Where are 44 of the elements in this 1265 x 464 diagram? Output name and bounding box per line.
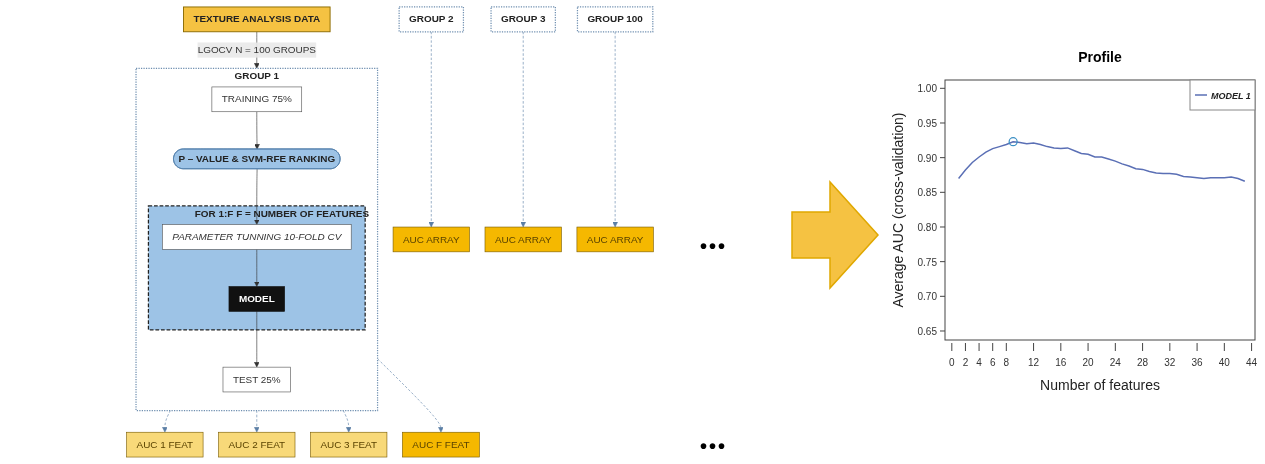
tick-label: 0.95 (917, 118, 937, 129)
tick-label: 0.65 (917, 326, 937, 337)
node-box: MODEL (228, 286, 285, 312)
node-box: GROUP 100 (576, 6, 654, 33)
tick-label: 44 (1246, 357, 1258, 368)
node-box: GROUP 3 (490, 6, 556, 33)
tick-label: 8 (1003, 357, 1010, 368)
node-box: AUC 3 FEAT (310, 431, 388, 458)
node-box: AUC ARRAY (392, 226, 470, 253)
edge-label: LGOCV N = 100 GROUPS (197, 44, 316, 56)
ellipsis-mark: ••• (700, 235, 727, 258)
node-box: AUC ARRAY (576, 226, 654, 253)
axis-title: Number of features (1040, 377, 1160, 393)
tick-label: 1.00 (917, 83, 937, 95)
node-box: TEST 25% (222, 366, 291, 393)
legend-label: MODEL 1 (1211, 91, 1251, 101)
tick-label: 24 (1109, 357, 1121, 368)
tick-label: 28 (1137, 357, 1149, 368)
tick-label: 40 (1218, 357, 1230, 368)
node-box: AUC 2 FEAT (218, 431, 296, 458)
tick-label: 20 (1082, 357, 1094, 368)
node-box: AUC ARRAY (484, 226, 562, 253)
tick-label: 2 (962, 357, 969, 368)
tick-label: 4 (976, 357, 982, 368)
axis-title: Average AUC (cross-validation) (890, 112, 906, 308)
node-box: PARAMETER TUNNING 10-FOLD CV (162, 224, 352, 250)
tick-label: 0.85 (917, 187, 937, 199)
tick-label: 0.90 (917, 152, 937, 164)
tick-label: 12 (1028, 357, 1040, 368)
node-box: AUC 1 FEAT (126, 431, 204, 458)
tick-label: 16 (1055, 357, 1067, 368)
node-box: AUC F FEAT (402, 431, 480, 458)
chart-title: Profile (1078, 49, 1122, 65)
ellipsis-mark: ••• (700, 435, 727, 458)
node-box: GROUP 2 (398, 6, 465, 33)
tick-label: 6 (989, 357, 996, 368)
tick-label: 36 (1191, 357, 1203, 368)
tick-label: 0.80 (917, 222, 937, 233)
tick-label: 0.75 (917, 256, 937, 268)
tick-label: 0.70 (917, 291, 937, 303)
tick-label: 32 (1164, 357, 1176, 368)
tick-label: 0 (949, 357, 955, 368)
node-box: TRAINING 75% (211, 86, 303, 113)
node-box: TEXTURE ANALYSIS DATA (183, 6, 331, 33)
